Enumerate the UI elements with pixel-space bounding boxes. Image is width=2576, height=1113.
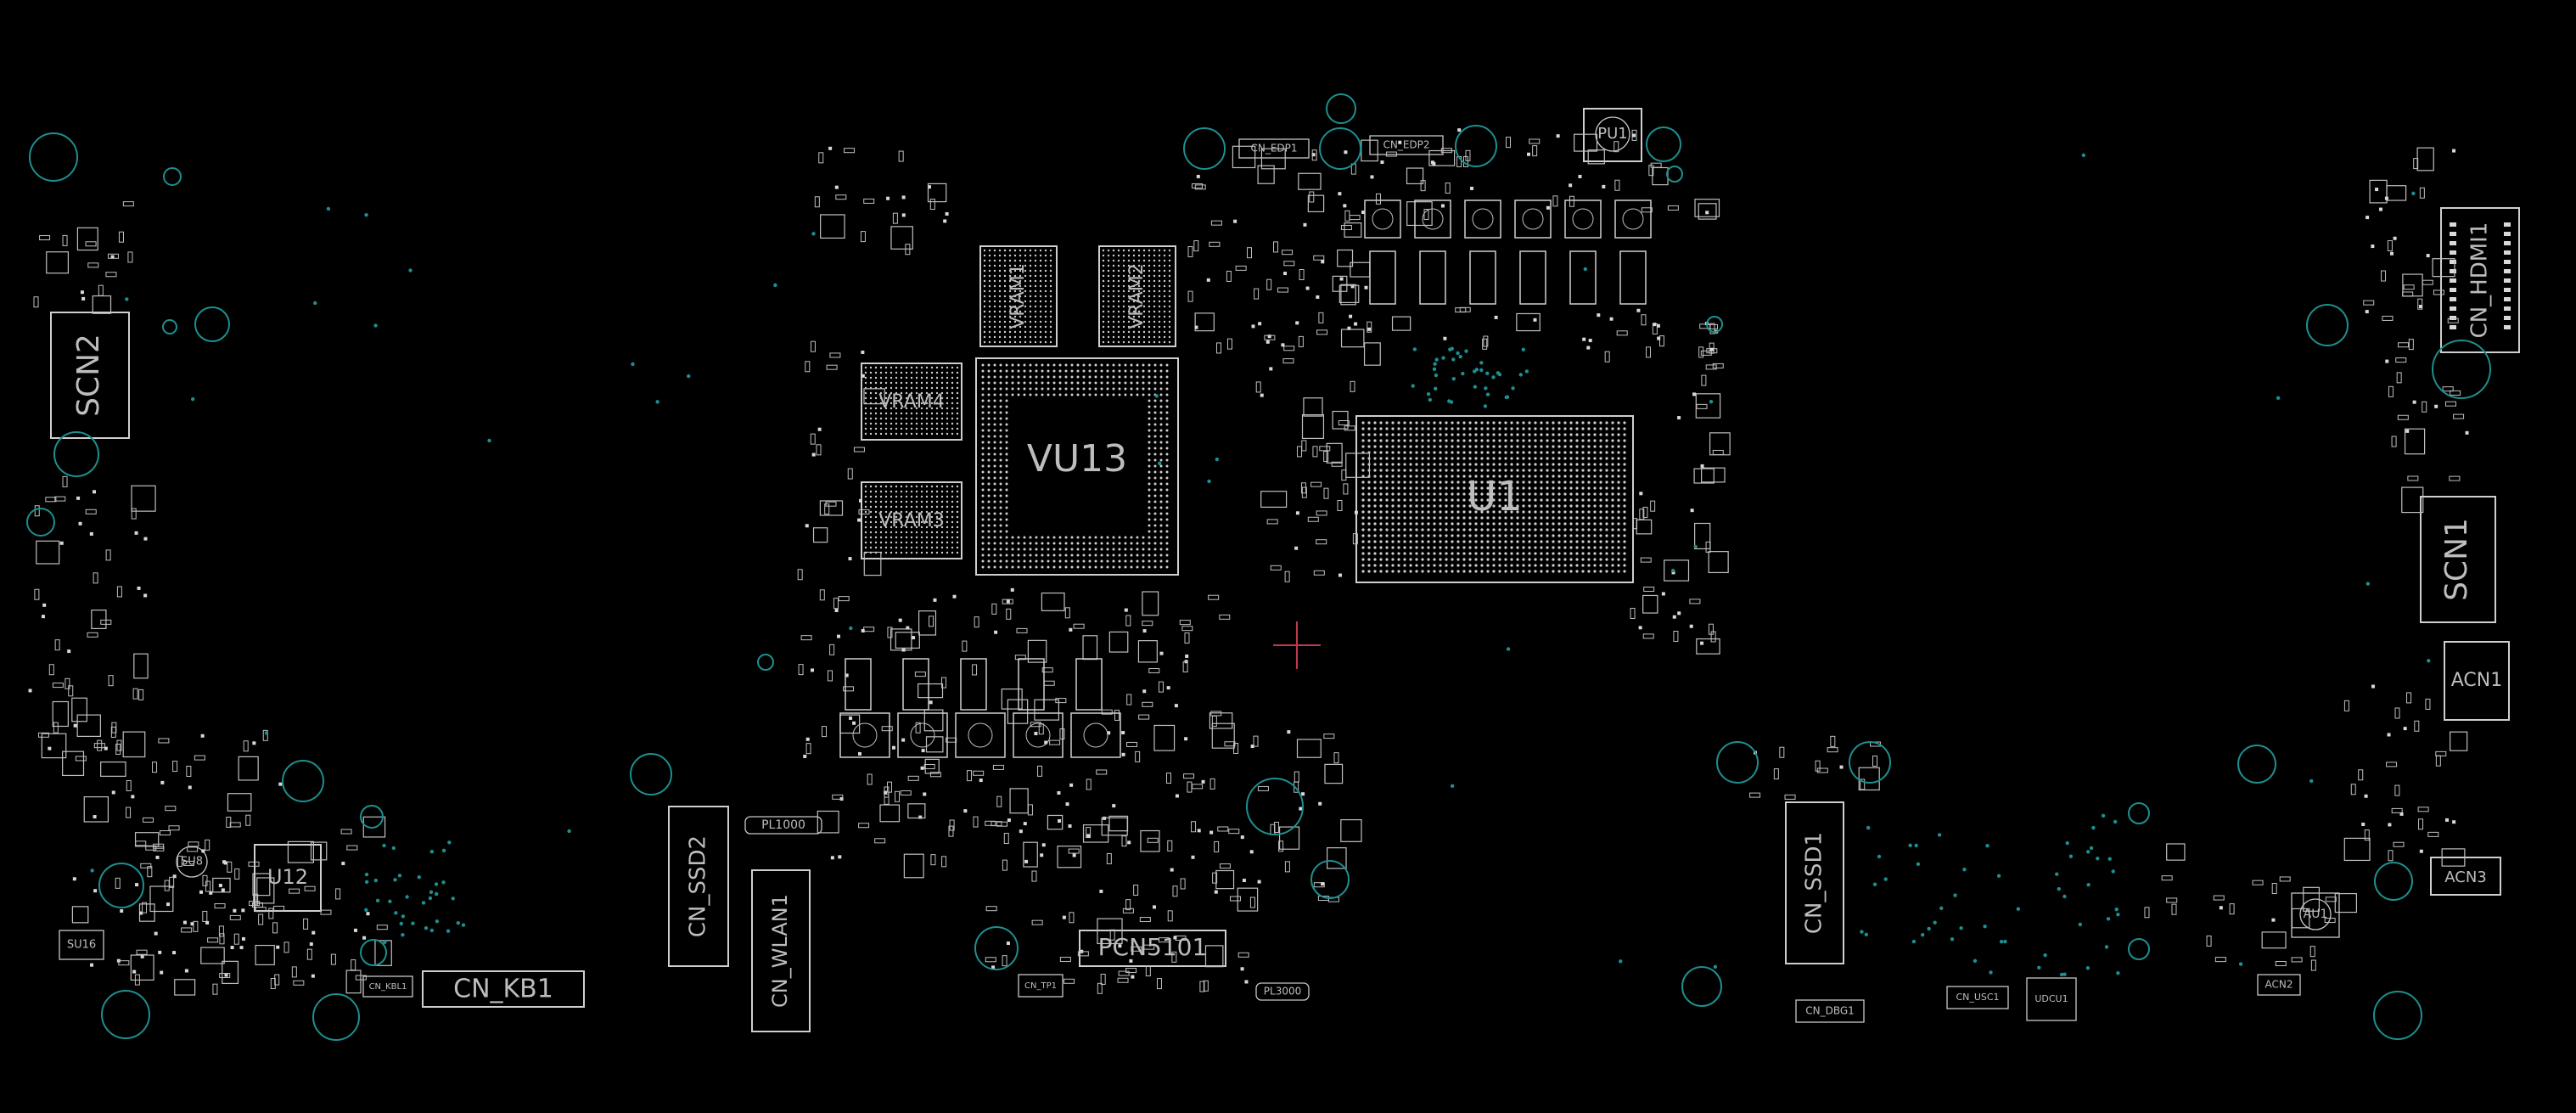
vias <box>90 153 2431 977</box>
scn2-label: SCN2 <box>71 334 106 417</box>
vram1-label: VRAM1 <box>1007 263 1029 329</box>
acn2-label: ACN2 <box>2265 979 2293 991</box>
pu1-label: PU1 <box>1597 125 1627 143</box>
connector-cn-dbg1[interactable]: CN_DBG1 <box>1795 999 1865 1023</box>
connector-scn2[interactable]: SCN2 <box>50 312 130 439</box>
chip-pu1[interactable]: PU1 <box>1583 108 1642 162</box>
vram1[interactable]: VRAM1 <box>979 245 1058 347</box>
connector-cn-edp2[interactable]: CN_EDP2 <box>1369 135 1444 155</box>
scn1-label: SCN1 <box>2439 518 2474 601</box>
connector-scn1[interactable]: SCN1 <box>2420 496 2496 623</box>
component-pl3000[interactable]: PL3000 <box>1255 982 1310 1001</box>
cn-wlan1-label: CN_WLAN1 <box>768 894 792 1008</box>
vram3-label: VRAM3 <box>878 510 944 531</box>
cn-dbg1-label: CN_DBG1 <box>1805 1005 1855 1017</box>
connector-acn2[interactable]: ACN2 <box>2257 974 2301 996</box>
vram3[interactable]: VRAM3 <box>861 481 962 559</box>
cn-kb1-label: CN_KB1 <box>453 975 553 1004</box>
vram2-label: VRAM2 <box>1126 263 1148 329</box>
vram4[interactable]: VRAM4 <box>861 363 962 441</box>
connector-cn-ssd2[interactable]: CN_SSD2 <box>668 806 729 967</box>
cn-edp2-label: CN_EDP2 <box>1383 139 1429 151</box>
cn-ssd2-label: CN_SSD2 <box>686 835 711 937</box>
su16-label: SU16 <box>67 939 96 952</box>
cn-edp1-label: CN_EDP1 <box>1250 143 1297 155</box>
connector-cn-tp1[interactable]: CN_TP1 <box>1018 974 1064 998</box>
connector-cn-kbl1[interactable]: CN_KBL1 <box>362 975 413 998</box>
connector-cn-kb1[interactable]: CN_KB1 <box>422 970 585 1008</box>
connector-cn-ssd1[interactable]: CN_SSD1 <box>1785 801 1844 964</box>
acn3-label: ACN3 <box>2444 868 2486 886</box>
connector-cn-usc1[interactable]: CN_USC1 <box>1946 986 2009 1009</box>
mounting-holes <box>26 93 2491 1041</box>
acn1-label: ACN1 <box>2451 670 2502 691</box>
small-components <box>28 128 2469 996</box>
gpu-vu13[interactable]: VU13 <box>975 357 1179 576</box>
cn-hdmi1-label: CN_HDMI1 <box>2467 222 2493 339</box>
pl1000-label: PL1000 <box>761 818 805 832</box>
crosshair-cursor <box>1273 621 1321 669</box>
au1-label: AU1 <box>2304 908 2328 921</box>
cn-ssd1-label: CN_SSD1 <box>1802 832 1827 934</box>
connector-cn-wlan1[interactable]: CN_WLAN1 <box>751 869 811 1032</box>
cn-tp1-label: CN_TP1 <box>1024 981 1057 991</box>
udcu1-label: UDCU1 <box>2034 993 2068 1004</box>
vram4-label: VRAM4 <box>878 391 944 413</box>
cpu-u1[interactable]: U1 <box>1355 415 1634 583</box>
connector-acn1[interactable]: ACN1 <box>2444 641 2510 721</box>
vram2[interactable]: VRAM2 <box>1098 245 1176 347</box>
cn-usc1-label: CN_USC1 <box>1956 992 1999 1003</box>
cn-kbl1-label: CN_KBL1 <box>369 982 407 992</box>
pl3000-label: PL3000 <box>1264 986 1301 998</box>
cpu-u1-label: U1 <box>1467 473 1523 520</box>
component-pl1000[interactable]: PL1000 <box>744 816 822 835</box>
connector-acn3[interactable]: ACN3 <box>2430 857 2501 896</box>
chip-udcu1[interactable]: UDCU1 <box>2026 977 2077 1021</box>
gpu-vu13-label: VU13 <box>1027 437 1127 481</box>
su8-label: SU8 <box>181 856 203 868</box>
u12-label: U12 <box>267 865 308 889</box>
pcn5101-label: PCN5101 <box>1098 933 1208 961</box>
chip-su16[interactable]: SU16 <box>59 930 104 960</box>
connector-cn-hdmi1[interactable]: CN_HDMI1 <box>2440 207 2520 353</box>
connector-pcn5101[interactable]: PCN5101 <box>1079 930 1226 967</box>
